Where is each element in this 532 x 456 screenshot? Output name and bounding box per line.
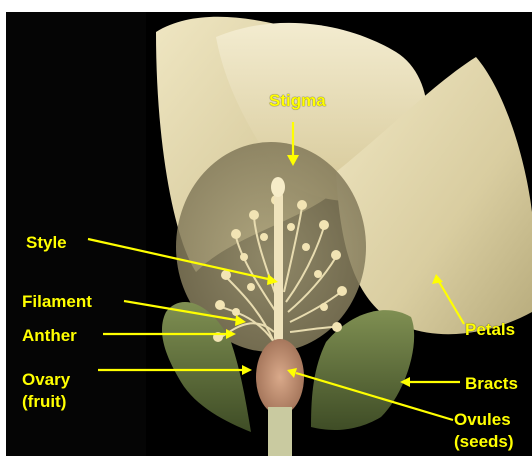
label-petals: Petals bbox=[465, 320, 515, 340]
label-filament: Filament bbox=[22, 292, 92, 312]
stigma-tip bbox=[271, 177, 285, 197]
label-bracts: Bracts bbox=[465, 374, 518, 394]
flower-illustration bbox=[6, 12, 532, 456]
label-seeds: (seeds) bbox=[454, 432, 514, 452]
ovary bbox=[256, 339, 304, 415]
cotton-flower-photo bbox=[6, 12, 532, 456]
stem bbox=[268, 407, 292, 456]
label-stigma: Stigma bbox=[269, 91, 326, 111]
label-fruit: (fruit) bbox=[22, 392, 66, 412]
label-anther: Anther bbox=[22, 326, 77, 346]
label-ovules: Ovules bbox=[454, 410, 511, 430]
label-ovary: Ovary bbox=[22, 370, 70, 390]
label-style: Style bbox=[26, 233, 67, 253]
style-column bbox=[274, 192, 283, 342]
